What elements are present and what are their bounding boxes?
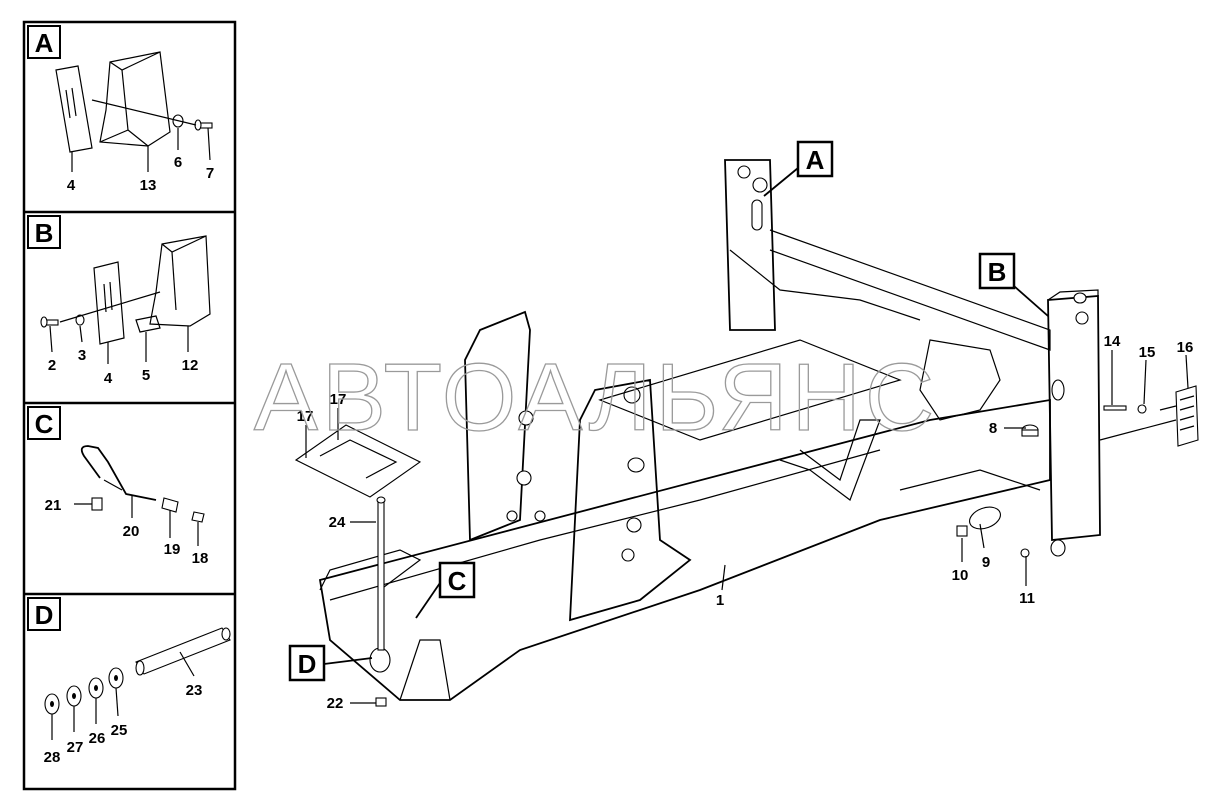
inset-letter-a: A — [35, 28, 54, 58]
pin-drawing — [375, 496, 387, 707]
part-label-19: 19 — [164, 541, 181, 558]
inset-panel-a: A 4 13 6 7 — [27, 25, 214, 194]
callout-letter-c: C — [448, 566, 467, 596]
part-label-26: 26 — [89, 730, 106, 747]
callout-letter-a: A — [806, 145, 825, 175]
fitting-drawing — [91, 497, 103, 511]
callout-letter-b: B — [988, 257, 1007, 287]
part-label-20: 20 — [123, 523, 140, 540]
inset-frame — [22, 20, 237, 791]
inset-letter-d: D — [35, 600, 54, 630]
part-label-7: 7 — [206, 165, 214, 182]
callout-d: D — [288, 644, 373, 682]
part-label-15: 15 — [1139, 344, 1156, 361]
part-label-24: 24 — [329, 514, 346, 531]
plate-drawing — [55, 65, 93, 153]
bracket-drawing — [149, 235, 211, 327]
callout-b: B — [978, 252, 1049, 317]
inset-panel-d: D 23 28 27 26 25 — [27, 597, 231, 766]
part-label-3: 3 — [78, 347, 86, 364]
callout-c: C — [415, 561, 476, 619]
main-part-labels: 1 8 9 10 11 14 15 16 17 17 22 24 — [297, 333, 1194, 712]
callout-letter-d: D — [298, 649, 317, 679]
part-label-9: 9 — [982, 554, 990, 571]
part-label-22: 22 — [327, 695, 344, 712]
part-label-4: 4 — [67, 177, 76, 194]
leader-lines — [305, 350, 1189, 704]
part-label-6: 6 — [174, 154, 182, 171]
pin-drawing — [135, 627, 231, 675]
pipe-drawing — [80, 445, 157, 501]
inset-panel-c: C 21 20 19 18 — [27, 406, 209, 567]
callout-a: A — [763, 140, 834, 197]
part-label-2: 2 — [48, 357, 56, 374]
part-label-1: 1 — [716, 592, 724, 609]
part-label-17-secondary: 17 — [330, 391, 347, 408]
part-label-4: 4 — [104, 370, 113, 387]
pad-drawing — [294, 424, 422, 498]
part-label-12: 12 — [182, 357, 199, 374]
part-label-16: 16 — [1177, 339, 1194, 356]
plate-drawing — [93, 261, 125, 345]
watermark: АВТОАЛЬЯНС — [254, 344, 938, 451]
part-label-11: 11 — [1019, 590, 1035, 607]
part-label-17: 17 — [297, 408, 314, 425]
part-label-8: 8 — [989, 420, 997, 437]
main-frame-drawing — [318, 159, 1101, 701]
bracket-drawing — [99, 51, 171, 147]
inset-letter-c: C — [35, 409, 54, 439]
inset-letter-b: B — [35, 218, 54, 248]
step-drawing — [1099, 385, 1199, 447]
part-label-10: 10 — [952, 567, 969, 584]
clip-drawing — [135, 315, 161, 333]
part-label-23: 23 — [186, 682, 203, 699]
part-label-21: 21 — [45, 497, 62, 514]
cover-drawing — [956, 424, 1039, 558]
part-label-5: 5 — [142, 367, 150, 384]
inset-panel-b: B 2 3 4 5 12 — [27, 215, 211, 387]
part-label-27: 27 — [67, 739, 84, 756]
part-label-18: 18 — [192, 550, 209, 567]
part-label-13: 13 — [140, 177, 157, 194]
part-label-28: 28 — [44, 749, 61, 766]
part-label-14: 14 — [1104, 333, 1121, 350]
part-label-25: 25 — [111, 722, 128, 739]
